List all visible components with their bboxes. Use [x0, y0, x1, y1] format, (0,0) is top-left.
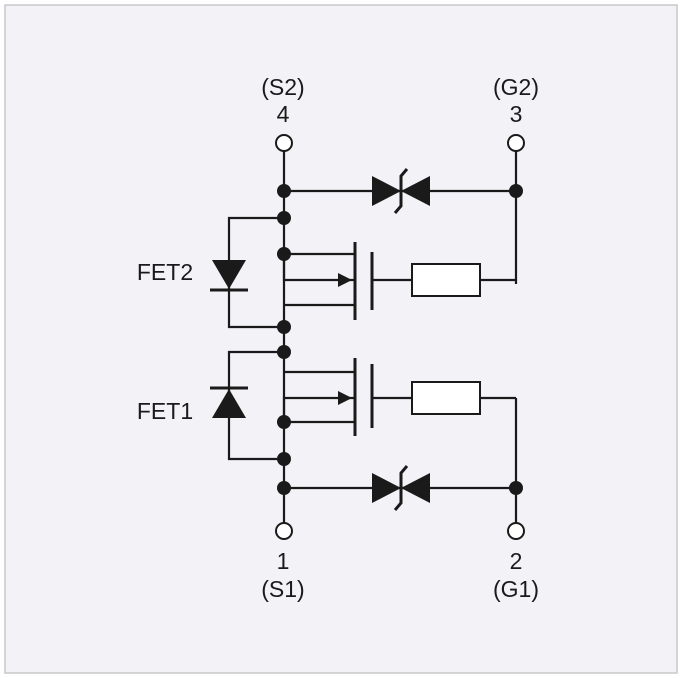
zener2-icon — [372, 168, 430, 214]
junctions — [277, 184, 523, 495]
fet2-symbol — [210, 242, 481, 320]
fet1-body-diode-icon — [212, 389, 246, 418]
terminal-g1-name: (G1) — [493, 576, 539, 602]
terminal-g1-pad — [507, 522, 525, 540]
fet1-arrow-icon — [338, 391, 352, 405]
fet2-body-wire — [282, 254, 354, 282]
terminal-s1-pad — [275, 522, 293, 540]
terminal-s1-pin: 1 — [277, 548, 290, 574]
fet2-gate-resistor — [411, 263, 481, 297]
fet2-label: FET2 — [137, 259, 193, 285]
fet1-gate-resistor — [411, 381, 481, 415]
terminal-s1-name: (S1) — [261, 576, 304, 602]
diagram-frame — [4, 4, 678, 674]
terminal-s2-pin: 4 — [277, 101, 290, 127]
fet2-body-diode-icon — [212, 260, 246, 289]
fet1-label: FET1 — [137, 398, 193, 424]
terminal-g2-name: (G2) — [493, 74, 539, 100]
fet1-symbol — [210, 358, 481, 436]
terminal-g2-pad — [507, 134, 525, 152]
terminal-g1-pin: 2 — [510, 548, 523, 574]
fet2-arrow-icon — [338, 273, 352, 287]
terminal-g2-pin: 3 — [510, 101, 523, 127]
terminal-s2-pad — [275, 134, 293, 152]
terminal-s2-name: (S2) — [261, 74, 304, 100]
zener1-icon — [372, 465, 430, 511]
fet1-body-wire — [282, 396, 354, 422]
